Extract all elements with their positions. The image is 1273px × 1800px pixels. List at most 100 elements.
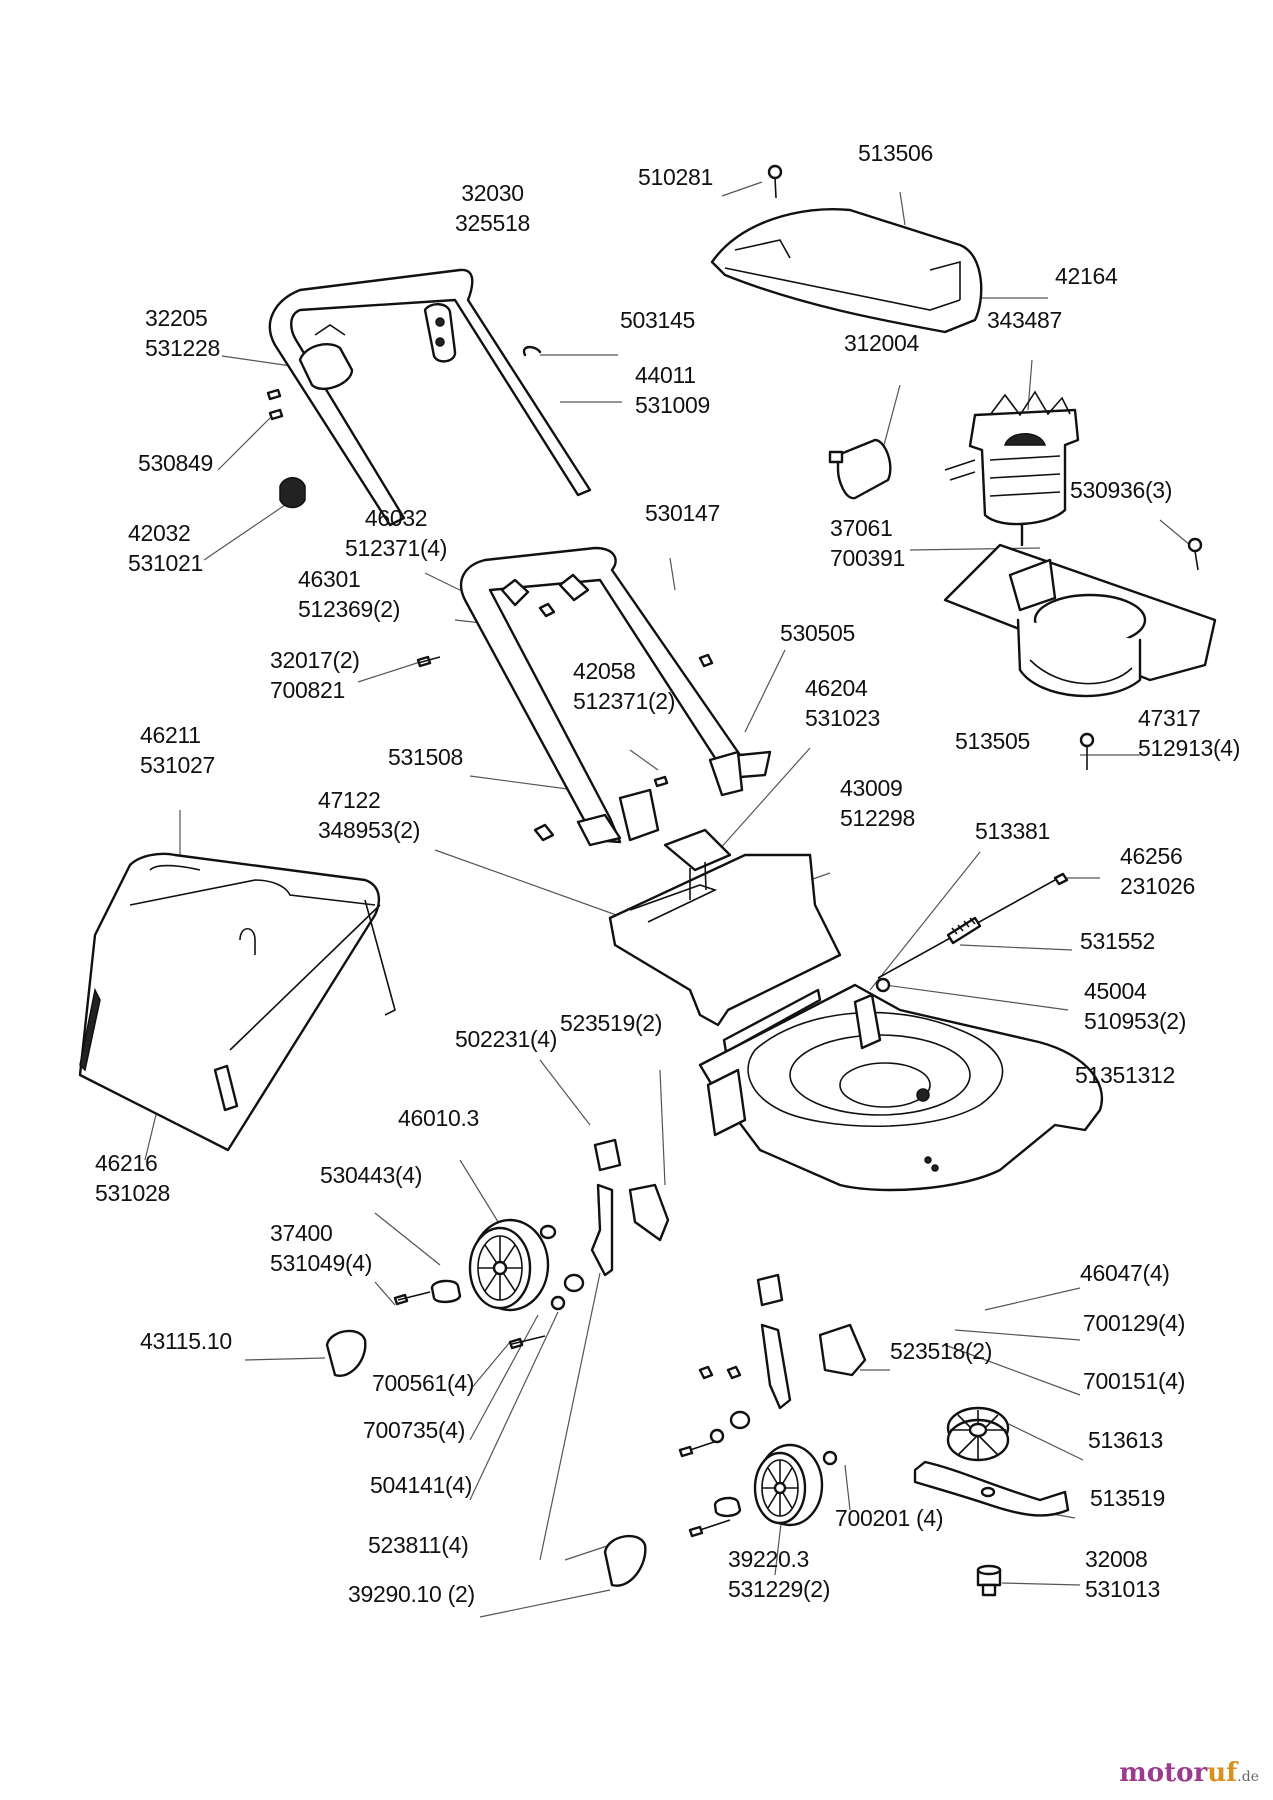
- part-number-callout: 42164: [1055, 261, 1118, 291]
- part-number-callout: 45004 510953(2): [1084, 976, 1186, 1036]
- lower-handle: [416, 546, 772, 847]
- part-number: 531013: [1085, 1576, 1160, 1602]
- part-number: 512371(2): [573, 688, 676, 714]
- part-number: 523518(2): [890, 1338, 993, 1364]
- part-number: 531021: [128, 550, 203, 576]
- rear-flap: [608, 828, 842, 1054]
- part-number-callout: 42058 512371(2): [573, 656, 675, 716]
- blade-assembly: [913, 1406, 1070, 1597]
- part-number-callout: 700561(4): [372, 1368, 474, 1398]
- part-number-callout: 51351312: [1075, 1060, 1175, 1090]
- part-number: 504141(4): [370, 1472, 473, 1498]
- part-number: 51351312: [1075, 1062, 1175, 1088]
- part-number: 513381: [975, 818, 1050, 844]
- part-number: 502231(4): [455, 1026, 558, 1052]
- electric-motor: [828, 390, 1080, 547]
- part-number-callout: 42032 531021: [128, 518, 203, 578]
- part-number: 44011: [635, 362, 696, 388]
- part-number: 531027: [140, 752, 215, 778]
- part-number-callout: 530505: [780, 618, 855, 648]
- part-number: 47122: [318, 787, 381, 813]
- part-number-callout: 47122 348953(2): [318, 785, 420, 845]
- part-number-callout: 343487: [987, 305, 1062, 335]
- part-number: 513613: [1088, 1427, 1163, 1453]
- part-number-callout: 700129(4): [1083, 1308, 1185, 1338]
- part-number: 530936(3): [1070, 477, 1173, 503]
- part-number-callout: 531552: [1080, 926, 1155, 956]
- part-number-callout: 530849: [138, 448, 213, 478]
- part-number: 531228: [145, 335, 220, 361]
- part-number: 523519(2): [560, 1010, 663, 1036]
- part-number: 43115.10: [140, 1328, 232, 1354]
- part-number: 531508: [388, 744, 463, 770]
- upper-handle: [266, 268, 592, 527]
- part-number: 510953(2): [1084, 1008, 1187, 1034]
- motor-hood: [710, 164, 983, 334]
- part-number: 39290.10 (2): [348, 1581, 475, 1607]
- part-number: 513519: [1090, 1485, 1165, 1511]
- brand-main: motor: [1119, 1758, 1208, 1788]
- part-number: 47317: [1138, 705, 1201, 731]
- part-number: 343487: [987, 307, 1062, 333]
- part-number-callout: 32017(2)700821: [270, 645, 360, 705]
- part-number-callout: 503145: [620, 305, 695, 335]
- part-number-callout: 46301 512369(2): [298, 564, 400, 624]
- part-number: 42032: [128, 520, 191, 546]
- part-number-callout: 523811(4): [368, 1530, 469, 1560]
- part-number-callout: 504141(4): [370, 1470, 472, 1500]
- grass-catcher: [78, 852, 396, 1152]
- part-number-callout: 513613: [1088, 1425, 1163, 1455]
- part-number: 46047(4): [1080, 1260, 1170, 1286]
- part-number: 512913(4): [1138, 735, 1241, 761]
- part-number-callout: 530147: [645, 498, 720, 528]
- part-number-callout: 700201 (4): [835, 1503, 944, 1533]
- part-number: 530505: [780, 620, 855, 646]
- part-number-callout: 530936(3): [1070, 475, 1172, 505]
- part-number-callout: 312004: [844, 328, 919, 358]
- mower-deck: [698, 983, 1103, 1192]
- part-number: 46301: [298, 566, 361, 592]
- part-number: 700821: [270, 677, 345, 703]
- part-number: 530443(4): [320, 1162, 423, 1188]
- rear-wheel: [325, 1218, 585, 1377]
- brand-suffix: .de: [1237, 1769, 1259, 1785]
- part-number: 42058: [573, 658, 636, 684]
- part-number: 530849: [138, 450, 213, 476]
- part-number: 512369(2): [298, 596, 401, 622]
- part-number: 32205: [145, 305, 208, 331]
- part-number: 39220.3: [728, 1546, 810, 1572]
- part-number: 700201 (4): [835, 1505, 944, 1531]
- part-number: 231026: [1120, 873, 1195, 899]
- part-number-callout: 700151(4): [1083, 1366, 1185, 1396]
- part-number: 700391: [830, 545, 905, 571]
- part-number: 348953(2): [318, 817, 421, 843]
- part-number-callout: 523519(2): [560, 1008, 662, 1038]
- part-number-callout: 43115.10: [140, 1326, 232, 1356]
- part-number-callout: 510281: [638, 162, 713, 192]
- part-number: 42164: [1055, 263, 1118, 289]
- part-number: 312004: [844, 330, 919, 356]
- part-number: 700129(4): [1083, 1310, 1186, 1336]
- part-number-callout: 513519: [1090, 1483, 1165, 1513]
- part-number: 531049(4): [270, 1250, 373, 1276]
- part-number-callout: 513505: [955, 726, 1030, 756]
- front-wheel: [603, 1443, 824, 1587]
- part-number: 523811(4): [368, 1532, 469, 1558]
- part-number: 46256: [1120, 843, 1183, 869]
- part-number: 531009: [635, 392, 710, 418]
- part-number: 700561(4): [372, 1370, 475, 1396]
- part-number: 513505: [955, 728, 1030, 754]
- part-number: 45004: [1084, 978, 1147, 1004]
- part-number: 700735(4): [363, 1417, 466, 1443]
- part-number-callout: 513381: [975, 816, 1050, 846]
- part-number: 531023: [805, 705, 880, 731]
- part-number: 531552: [1080, 928, 1155, 954]
